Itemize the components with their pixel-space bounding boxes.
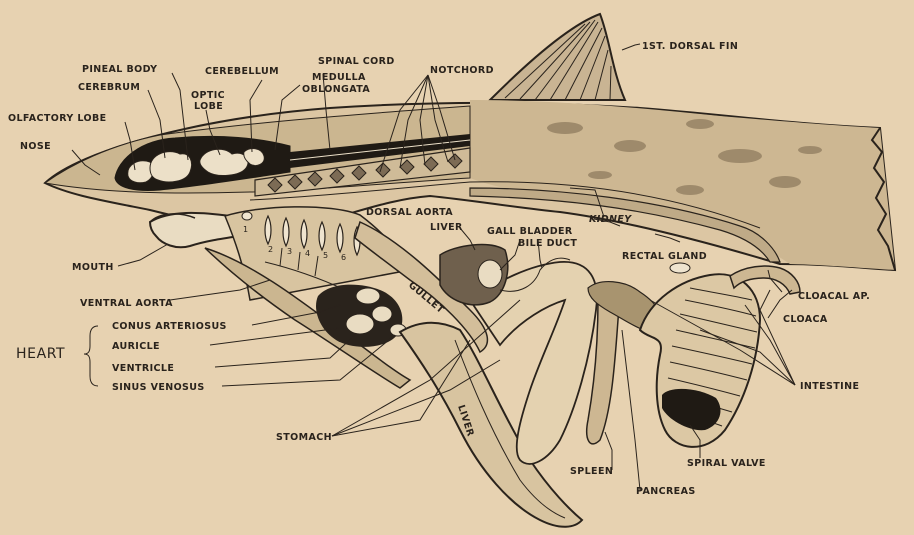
label-nose: NOSE (20, 141, 51, 152)
label-sinus-venosus: SINUS VENOSUS (112, 382, 205, 393)
label-optic-lobe: LOBE (194, 101, 223, 112)
label-mouth: MOUTH (72, 262, 114, 273)
label-gall-bladder: GALL BLADDER (487, 226, 573, 237)
spiracle (242, 212, 252, 220)
intestine (640, 274, 760, 447)
gill-slit (301, 220, 307, 248)
label-liver-top: LIVER (430, 222, 463, 233)
gill-slit (283, 218, 289, 246)
label-spleen: SPLEEN (570, 466, 613, 477)
gill-number: 3 (287, 247, 293, 256)
label-pancreas: PANCREAS (636, 486, 696, 497)
label-conus-arteriosus: CONUS ARTERIOSUS (112, 321, 227, 332)
label-olfactory-lobe: OLFACTORY LOBE (8, 113, 107, 124)
conus-arteriosus (356, 288, 380, 304)
gill-number: 5 (323, 251, 329, 260)
label-spiral-valve: SPIRAL VALVE (687, 458, 766, 469)
label-auricle: AURICLE (112, 341, 160, 352)
gill-number: 1 (243, 225, 249, 234)
gill-slit (319, 222, 325, 250)
label-bile-duct: BILE DUCT (518, 238, 577, 249)
label-ventral-aorta: VENTRAL AORTA (80, 298, 173, 309)
cerebrum (150, 152, 192, 182)
label-medulla-oblongata: OBLONGATA (302, 84, 370, 95)
rectal-gland (670, 263, 690, 273)
label-dorsal-aorta: DORSAL AORTA (366, 207, 453, 218)
label-heart: HEART (16, 346, 65, 362)
label-optic-lobe: OPTIC (191, 90, 225, 101)
ventricle (346, 314, 374, 334)
label-cloacal-ap: CLOACAL AP. (798, 291, 870, 302)
label-pineal-body: PINEAL BODY (82, 64, 157, 75)
label-first-dorsal-fin: 1ST. DORSAL FIN (642, 41, 738, 52)
label-rectal-gland: RECTAL GLAND (622, 251, 707, 262)
gill-number: 6 (341, 253, 347, 262)
gill-slit (337, 224, 343, 252)
gall-bladder (478, 260, 502, 288)
label-stomach: STOMACH (276, 432, 332, 443)
label-medulla-oblongata: MEDULLA (312, 72, 366, 83)
label-notochord: NOTCHORD (430, 65, 494, 76)
label-cerebrum: CEREBRUM (78, 82, 140, 93)
label-cloaca: CLOACA (783, 314, 828, 325)
gill-slit (265, 216, 271, 244)
label-cerebellum: CEREBELLUM (205, 66, 279, 77)
optic-lobe (200, 149, 248, 175)
gill-number: 4 (305, 249, 311, 258)
label-ventricle: VENTRICLE (112, 363, 174, 374)
label-kidney: KIDNEY (589, 214, 632, 225)
gill-number: 2 (268, 245, 274, 254)
auricle (372, 306, 392, 322)
label-spinal-cord: SPINAL CORD (318, 56, 395, 67)
label-intestine: INTESTINE (800, 381, 859, 392)
